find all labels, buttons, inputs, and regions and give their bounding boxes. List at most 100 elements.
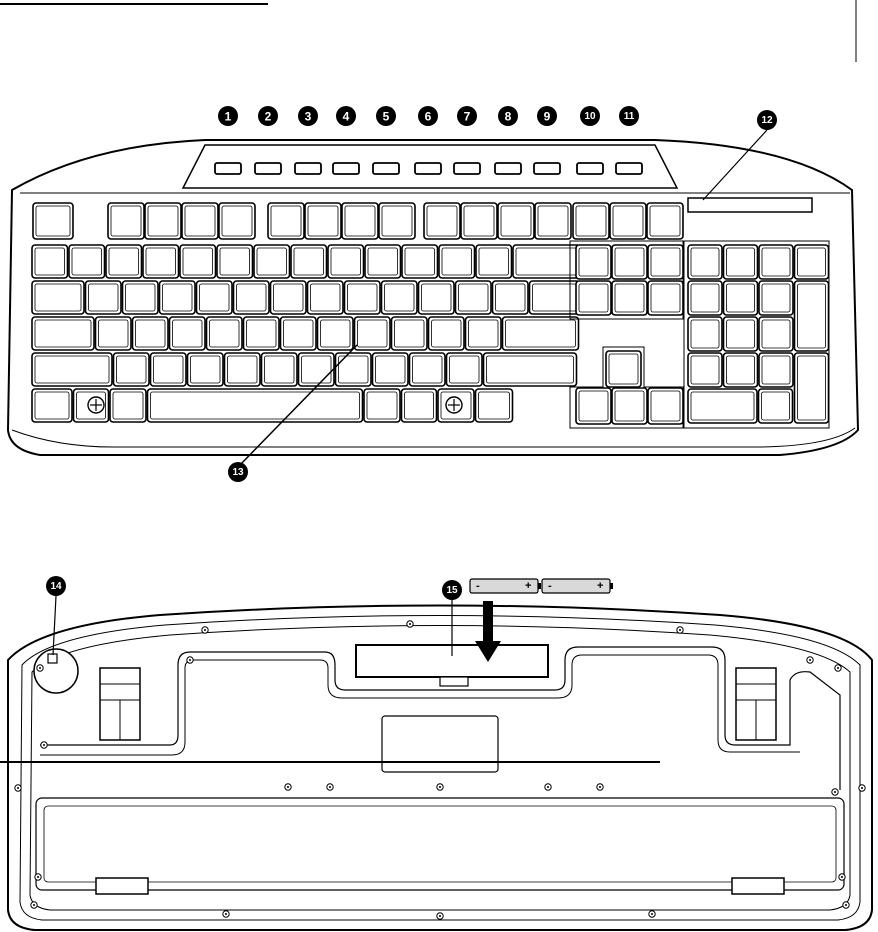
key[interactable] [106, 245, 142, 278]
key[interactable] [610, 203, 646, 239]
key[interactable] [234, 281, 270, 314]
key[interactable] [759, 353, 793, 387]
hotkey-button[interactable] [295, 163, 321, 174]
key[interactable] [724, 245, 758, 279]
key[interactable] [207, 317, 243, 350]
key[interactable] [759, 317, 793, 351]
key[interactable] [466, 317, 502, 350]
key[interactable] [576, 388, 611, 424]
key[interactable] [225, 353, 261, 386]
key[interactable] [535, 203, 571, 239]
key[interactable] [281, 317, 317, 350]
key[interactable] [182, 203, 218, 239]
hotkey-button[interactable] [534, 163, 560, 174]
key[interactable] [32, 389, 72, 422]
key[interactable] [648, 245, 683, 279]
key[interactable] [32, 353, 112, 386]
key[interactable] [759, 389, 793, 423]
key[interactable] [576, 281, 611, 315]
key[interactable] [484, 353, 577, 386]
key[interactable] [291, 245, 327, 278]
key[interactable] [503, 317, 579, 350]
key[interactable] [688, 281, 722, 315]
hotkey-button[interactable] [373, 163, 399, 174]
key[interactable] [759, 245, 793, 279]
key[interactable] [345, 281, 381, 314]
key[interactable] [688, 389, 757, 423]
key[interactable] [364, 389, 400, 422]
key[interactable] [342, 203, 378, 239]
key[interactable] [447, 353, 483, 386]
key[interactable] [151, 353, 187, 386]
key[interactable] [148, 389, 363, 422]
key[interactable] [795, 281, 829, 351]
hotkey-button[interactable] [415, 163, 441, 174]
key[interactable] [32, 281, 84, 314]
key[interactable] [197, 281, 233, 314]
key[interactable] [476, 389, 513, 422]
key[interactable] [648, 388, 683, 424]
key[interactable] [355, 317, 391, 350]
key[interactable] [759, 281, 793, 315]
key[interactable] [308, 281, 344, 314]
key[interactable] [180, 245, 216, 278]
key[interactable] [96, 317, 132, 350]
key[interactable] [456, 281, 492, 314]
key[interactable] [410, 353, 446, 386]
key[interactable] [33, 203, 73, 239]
key[interactable] [143, 245, 179, 278]
key[interactable] [606, 351, 641, 387]
key[interactable] [219, 203, 255, 239]
key[interactable] [724, 317, 758, 351]
key[interactable] [688, 245, 722, 279]
hotkey-button[interactable] [215, 163, 241, 174]
key[interactable] [108, 203, 144, 239]
hotkey-button[interactable] [577, 163, 603, 174]
key[interactable] [114, 353, 150, 386]
hotkey-button[interactable] [255, 163, 281, 174]
key[interactable] [402, 245, 438, 278]
key[interactable] [271, 281, 307, 314]
key[interactable] [244, 317, 280, 350]
key[interactable] [647, 203, 683, 239]
key[interactable] [299, 353, 335, 386]
key[interactable] [493, 281, 529, 314]
key[interactable] [576, 245, 611, 279]
key[interactable] [573, 203, 609, 239]
key[interactable] [328, 245, 364, 278]
key[interactable] [612, 245, 647, 279]
key[interactable] [145, 203, 181, 239]
key[interactable] [336, 353, 372, 386]
key[interactable] [612, 281, 647, 315]
key[interactable] [688, 317, 722, 351]
key[interactable] [373, 353, 409, 386]
hotkey-button[interactable] [495, 163, 521, 174]
key[interactable] [262, 353, 298, 386]
key[interactable] [530, 281, 580, 314]
key[interactable] [86, 281, 122, 314]
key[interactable] [795, 353, 829, 423]
hotkey-button[interactable] [333, 163, 359, 174]
key[interactable] [476, 245, 512, 278]
key[interactable] [724, 281, 758, 315]
key[interactable] [419, 281, 455, 314]
key[interactable] [498, 203, 534, 239]
key[interactable] [123, 281, 159, 314]
key[interactable] [170, 317, 206, 350]
key[interactable] [69, 245, 105, 278]
key[interactable] [133, 317, 169, 350]
key[interactable] [160, 281, 196, 314]
key[interactable] [402, 389, 437, 422]
hotkey-button[interactable] [616, 163, 642, 174]
key[interactable] [795, 245, 829, 279]
key[interactable] [305, 203, 341, 239]
key[interactable] [424, 203, 460, 239]
key[interactable] [724, 353, 758, 387]
key[interactable] [268, 203, 304, 239]
connect-button[interactable] [48, 654, 57, 663]
key[interactable] [32, 245, 68, 278]
key[interactable] [439, 245, 475, 278]
key[interactable] [461, 203, 497, 239]
key[interactable] [188, 353, 224, 386]
hotkey-button[interactable] [454, 163, 480, 174]
